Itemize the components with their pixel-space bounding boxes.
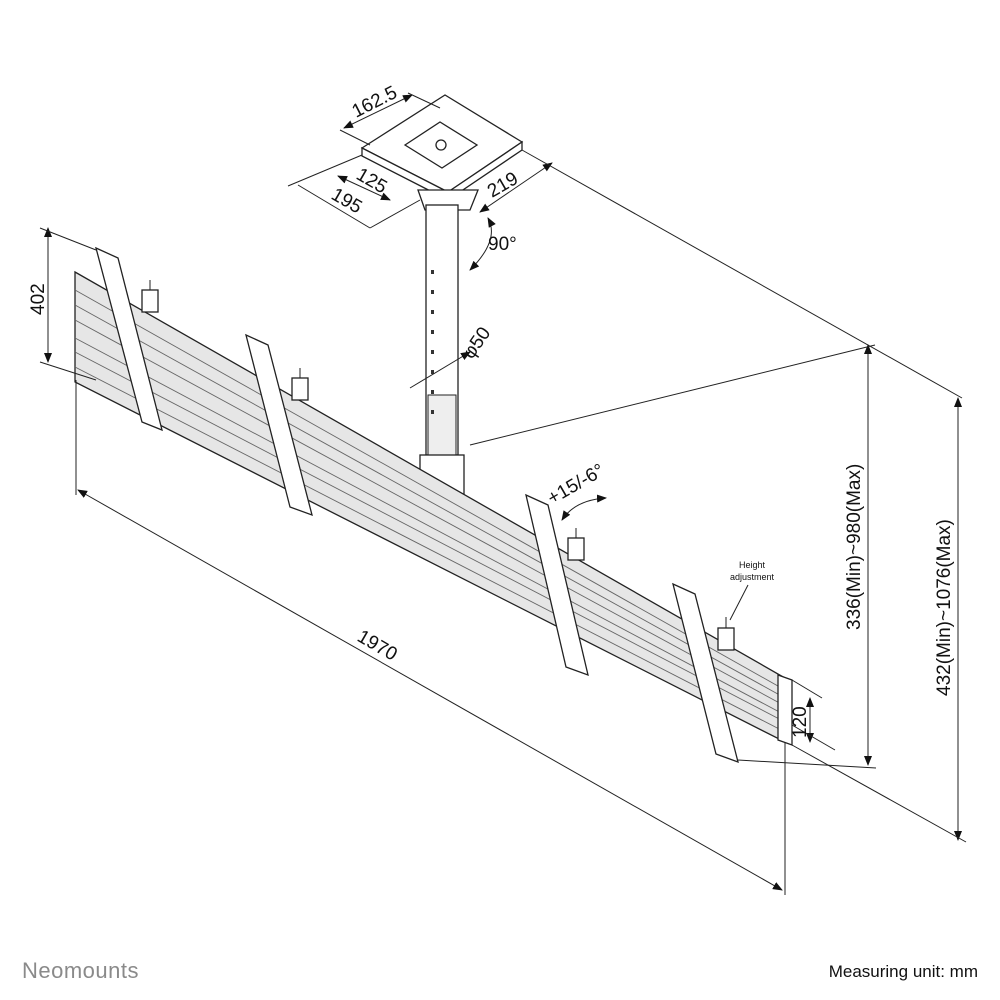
dimension-lines — [39, 92, 967, 895]
brand-logo: Neomounts — [22, 958, 140, 983]
drop-range-label: 336(Min)~980(Max) — [844, 464, 865, 630]
pole-diameter-label: φ50 — [459, 323, 495, 362]
rotation-label: 90° — [488, 234, 517, 255]
plate-width-label: 162.5 — [349, 82, 401, 122]
measuring-unit-note: Measuring unit: mm — [828, 962, 978, 981]
height-adjustment-label: Height — [739, 560, 766, 570]
bracket-height-label: 402 — [28, 283, 49, 315]
tilt-label: +15/-6° — [544, 460, 608, 509]
plate-outer-label: 195 — [328, 184, 366, 218]
plate-depth-label: 219 — [484, 168, 522, 202]
bracket-1 — [95, 246, 163, 432]
plate-inner-label: 125 — [353, 164, 391, 198]
height-adjustment-label-2: adjustment — [730, 572, 775, 582]
beam-height-label: 120 — [790, 706, 811, 738]
pole — [419, 204, 465, 501]
total-drop-range-label: 432(Min)~1076(Max) — [934, 519, 955, 696]
